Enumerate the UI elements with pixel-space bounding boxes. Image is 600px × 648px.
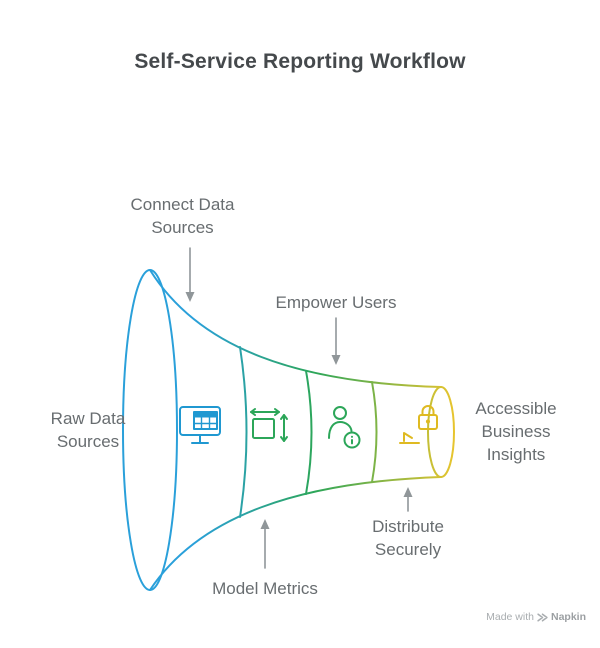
label-accessible-business-insights: Accessible Business Insights: [475, 399, 557, 464]
napkin-watermark[interactable]: Made with Napkin: [486, 611, 586, 623]
funnel-top-edge: [149, 269, 442, 388]
funnel-divider-3: [371, 381, 378, 483]
empower-arrow: [331, 317, 341, 365]
lock-share-icon: [399, 405, 438, 444]
page-title: Self-Service Reporting Workflow: [134, 50, 466, 73]
connector-arrows: [185, 247, 413, 569]
napkin-brand-text: Napkin: [550, 611, 586, 623]
distribute-arrow: [403, 487, 413, 512]
connect-arrow: [185, 247, 195, 302]
funnel-divider-2: [305, 370, 313, 495]
made-with-text: Made with: [486, 611, 534, 623]
funnel-divider-1: [239, 346, 248, 518]
box-measure-icon: [250, 408, 288, 442]
funnel-outline: [122, 269, 455, 591]
label-raw-data-sources: Raw Data Sources: [50, 409, 126, 451]
monitor-table-icon: [179, 406, 221, 444]
model-arrow: [260, 519, 270, 569]
napkin-logo-icon: [537, 612, 548, 622]
label-distribute-securely: Distribute Securely: [372, 517, 444, 559]
label-model-metrics: Model Metrics: [212, 579, 318, 598]
user-info-icon: [328, 406, 361, 449]
funnel-bottom-edge: [149, 476, 442, 591]
label-connect-data-sources: Connect Data Sources: [130, 195, 235, 237]
label-empower-users: Empower Users: [275, 293, 397, 312]
funnel-tail-ellipse: [427, 386, 455, 478]
